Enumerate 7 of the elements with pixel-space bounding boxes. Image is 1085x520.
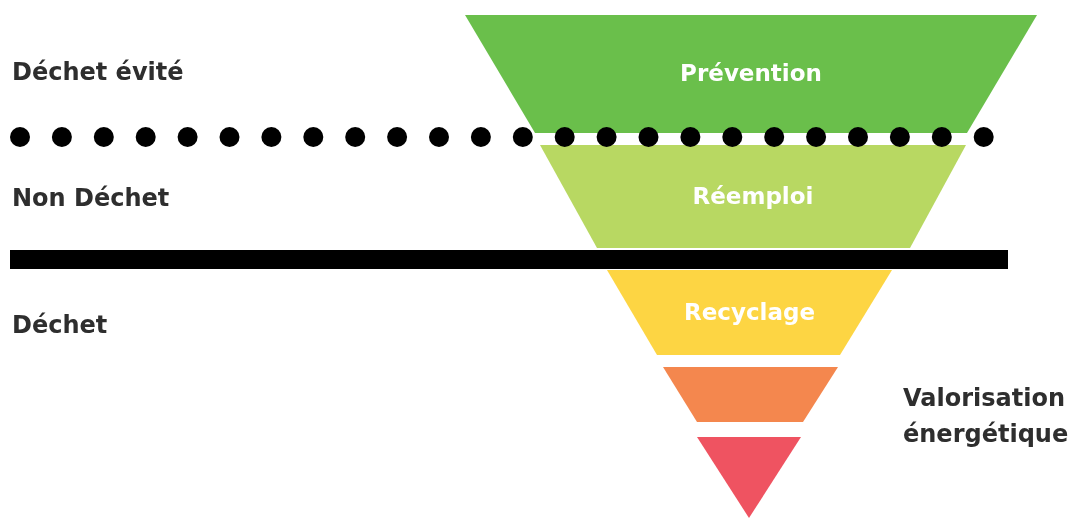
zone-label: Déchet xyxy=(12,311,108,339)
zone-label: Non Déchet xyxy=(12,184,170,212)
tier-label: Réemploi xyxy=(691,182,815,209)
tier-label: Recyclage xyxy=(682,298,816,325)
tier-label: Prévention xyxy=(679,60,823,86)
zone-label: Déchet évité xyxy=(12,58,184,86)
zone-label: Valorisation énergétique xyxy=(903,383,1070,450)
